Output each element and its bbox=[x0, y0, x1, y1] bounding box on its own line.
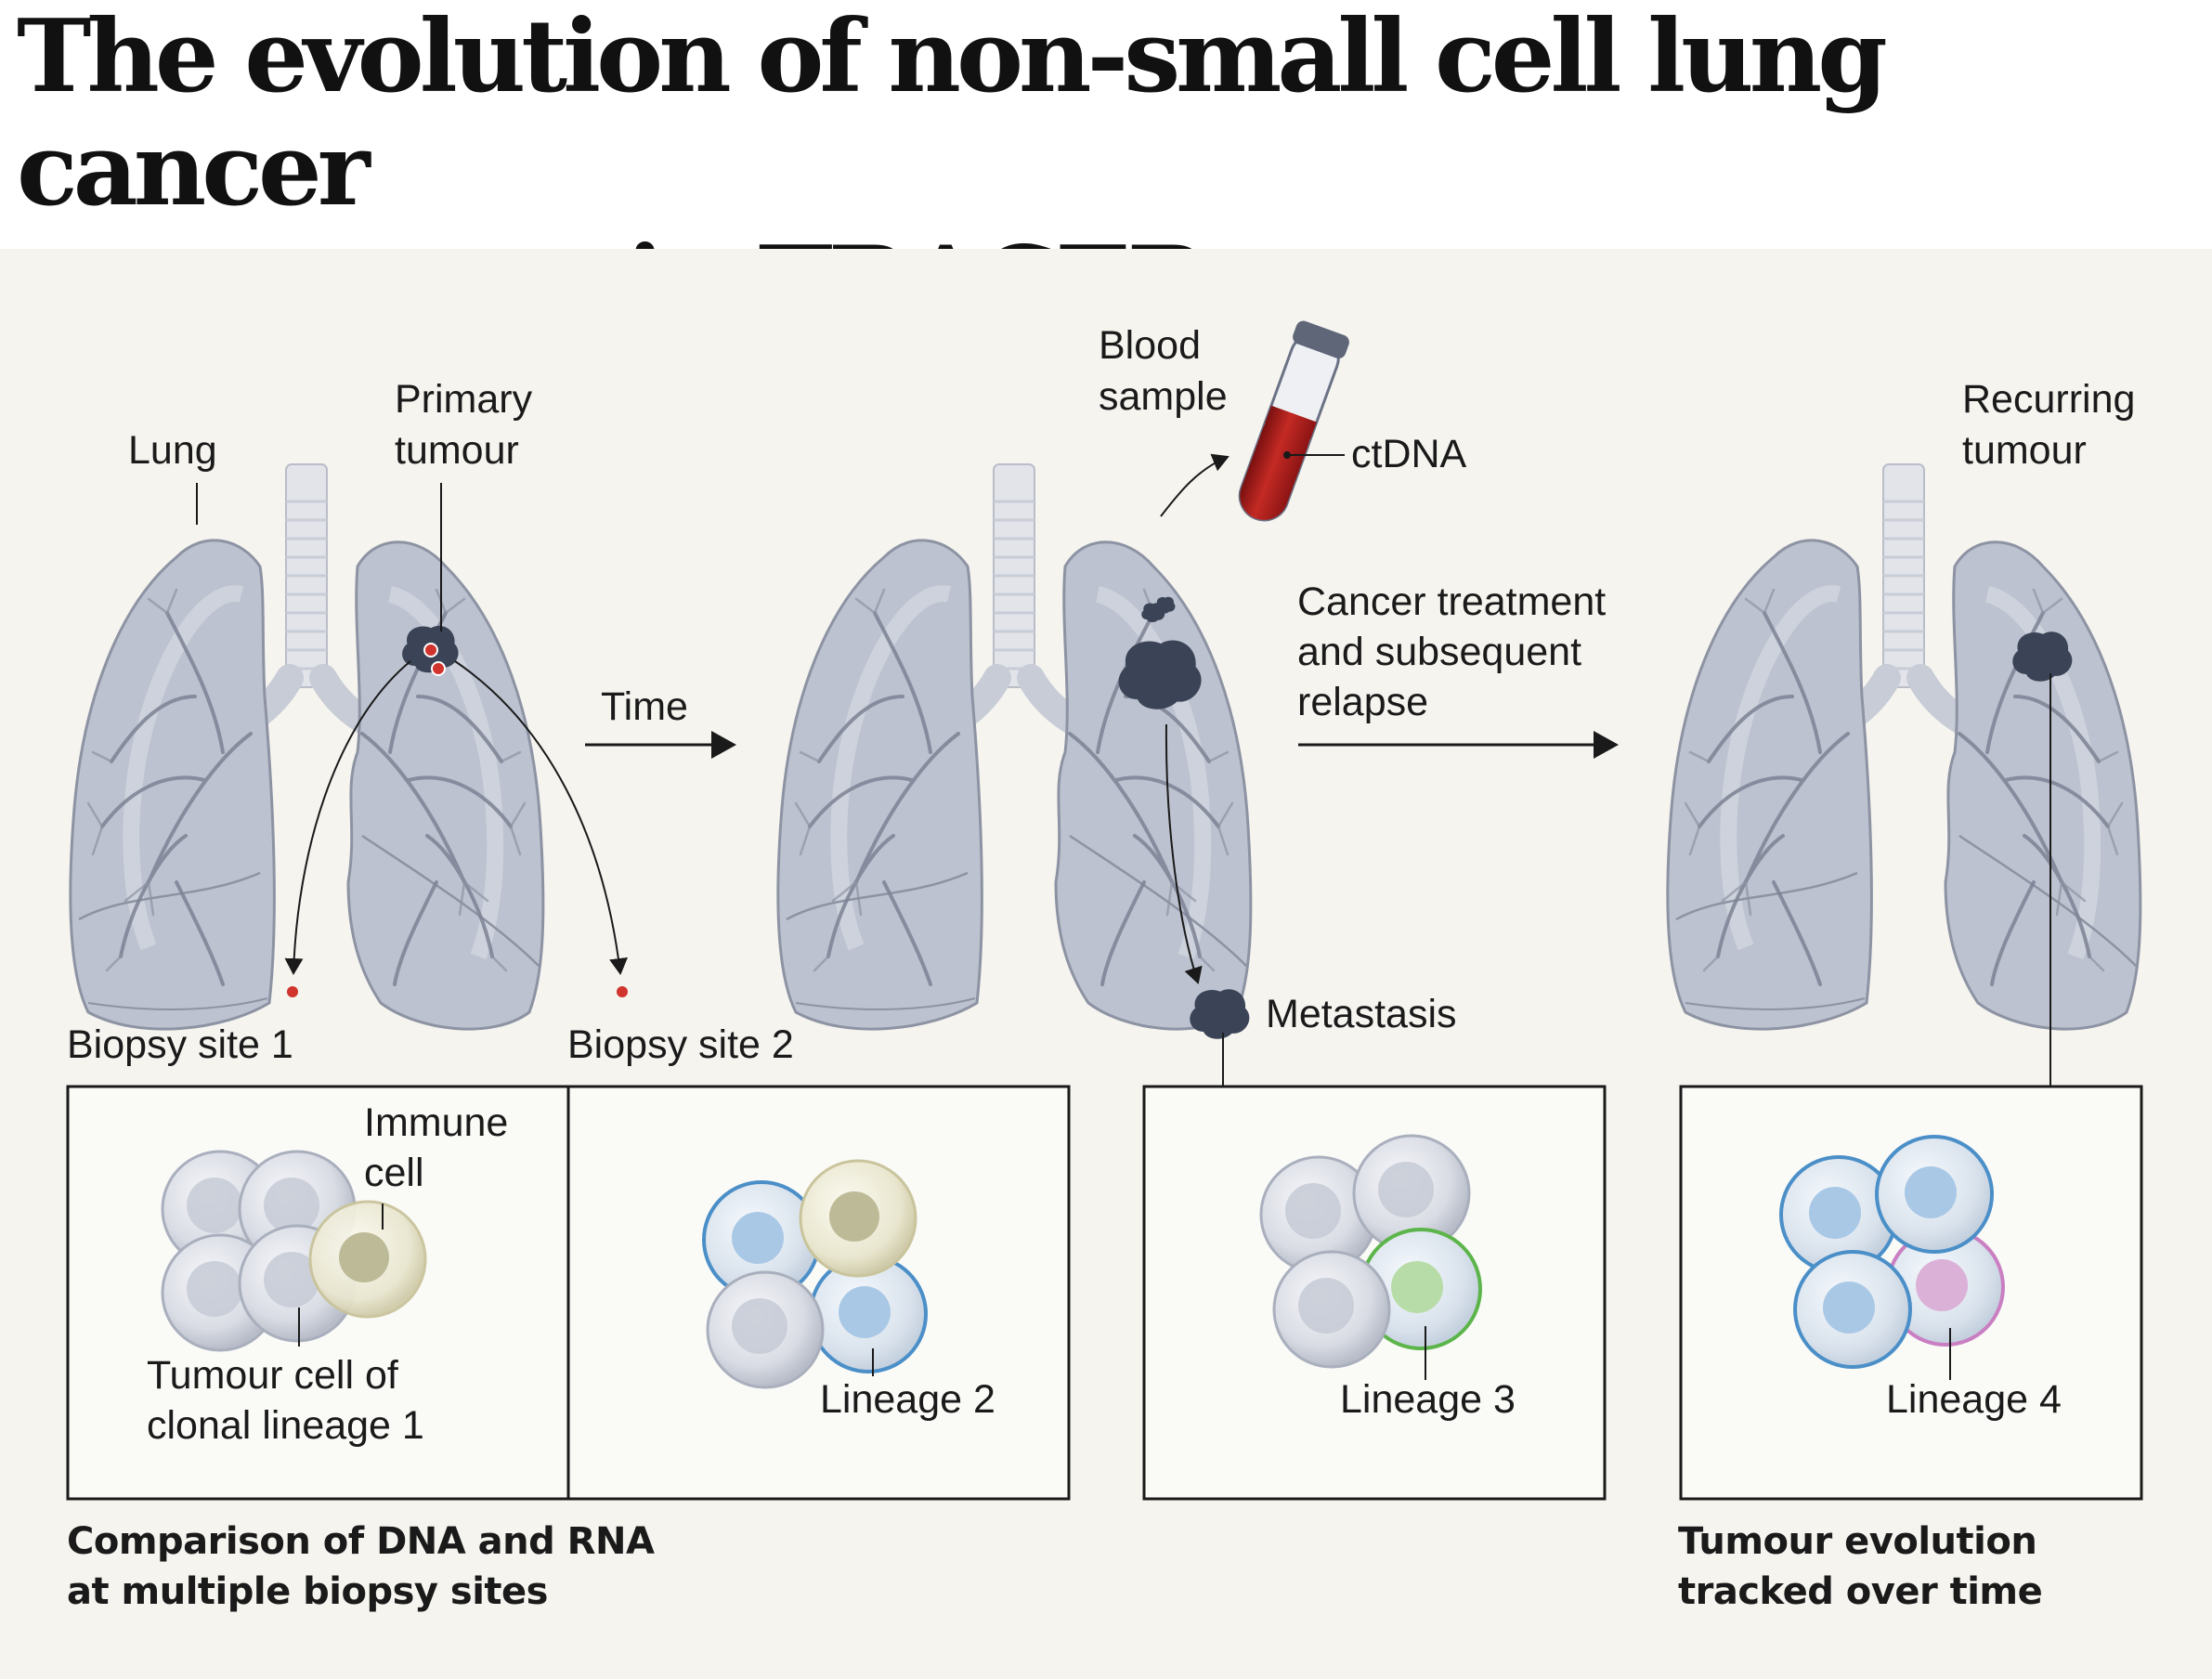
metastasis-icon bbox=[1190, 989, 1250, 1039]
tumour-cell-label-2: clonal lineage 1 bbox=[147, 1403, 424, 1448]
lineage-4-label: Lineage 4 bbox=[1886, 1377, 2062, 1422]
treatment-label-3: relapse bbox=[1297, 680, 1429, 724]
lung-illustration-1 bbox=[71, 464, 543, 1029]
biopsy-arrow-1 bbox=[284, 660, 411, 975]
metastasis-label: Metastasis bbox=[1266, 992, 1457, 1036]
biopsy-arrow-2 bbox=[454, 660, 628, 975]
biopsy-site-2-label: Biopsy site 2 bbox=[567, 1022, 794, 1067]
lung-label: Lung bbox=[128, 428, 217, 473]
primary-tumour-label-1: Primary bbox=[395, 377, 533, 422]
immune-cell bbox=[308, 1200, 427, 1319]
immune-cell-label-1: Immune bbox=[364, 1100, 509, 1145]
metastasis-arrow bbox=[1165, 723, 1203, 984]
comparison-caption-1: Comparison of DNA and RNA bbox=[67, 1520, 655, 1563]
blood-sample-label-1: Blood bbox=[1099, 323, 1201, 368]
illustration-panel: Lung Primary tumour Time Blood sample ct… bbox=[0, 249, 2212, 1679]
lung-illustration-3 bbox=[1668, 464, 2140, 1029]
recurring-tumour-label-1: Recurring bbox=[1962, 377, 2136, 422]
treatment-label-1: Cancer treatment bbox=[1297, 579, 1607, 624]
biopsy-site-1-label: Biopsy site 1 bbox=[67, 1022, 293, 1067]
comparison-caption-2: at multiple biopsy sites bbox=[67, 1570, 548, 1613]
immune-cell-label-2: cell bbox=[364, 1151, 424, 1195]
ctdna-label: ctDNA bbox=[1351, 432, 1467, 476]
tumour-cell-label-1: Tumour cell of bbox=[147, 1353, 398, 1398]
blood-sample-label-2: sample bbox=[1099, 374, 1228, 419]
cell-cluster-lineage-3 bbox=[1259, 1134, 1482, 1369]
cell-cluster-lineage-4 bbox=[1779, 1135, 2005, 1369]
blood-tube-icon bbox=[1238, 320, 1349, 522]
biopsy-dot-2 bbox=[617, 986, 628, 997]
lineage-2-label: Lineage 2 bbox=[820, 1377, 995, 1422]
cell-cluster-lineage-1 bbox=[161, 1150, 427, 1352]
cell-cluster-lineage-2 bbox=[702, 1159, 928, 1389]
lineage-3-label: Lineage 3 bbox=[1340, 1377, 1516, 1422]
evolution-caption-1: Tumour evolution bbox=[1678, 1520, 2037, 1563]
biopsy-dot-1 bbox=[287, 986, 298, 997]
time-label: Time bbox=[601, 684, 688, 729]
title-line-1: The evolution of non-small cell lung can… bbox=[17, 0, 1888, 228]
illustration-canvas bbox=[0, 320, 2212, 1501]
recurring-tumour-label-2: tumour bbox=[1962, 428, 2087, 473]
lung-illustration-2 bbox=[778, 464, 1251, 1029]
primary-tumour-label-2: tumour bbox=[395, 428, 519, 473]
evolution-caption-2: tracked over time bbox=[1678, 1570, 2043, 1613]
treatment-label-2: and subsequent bbox=[1297, 630, 1582, 674]
